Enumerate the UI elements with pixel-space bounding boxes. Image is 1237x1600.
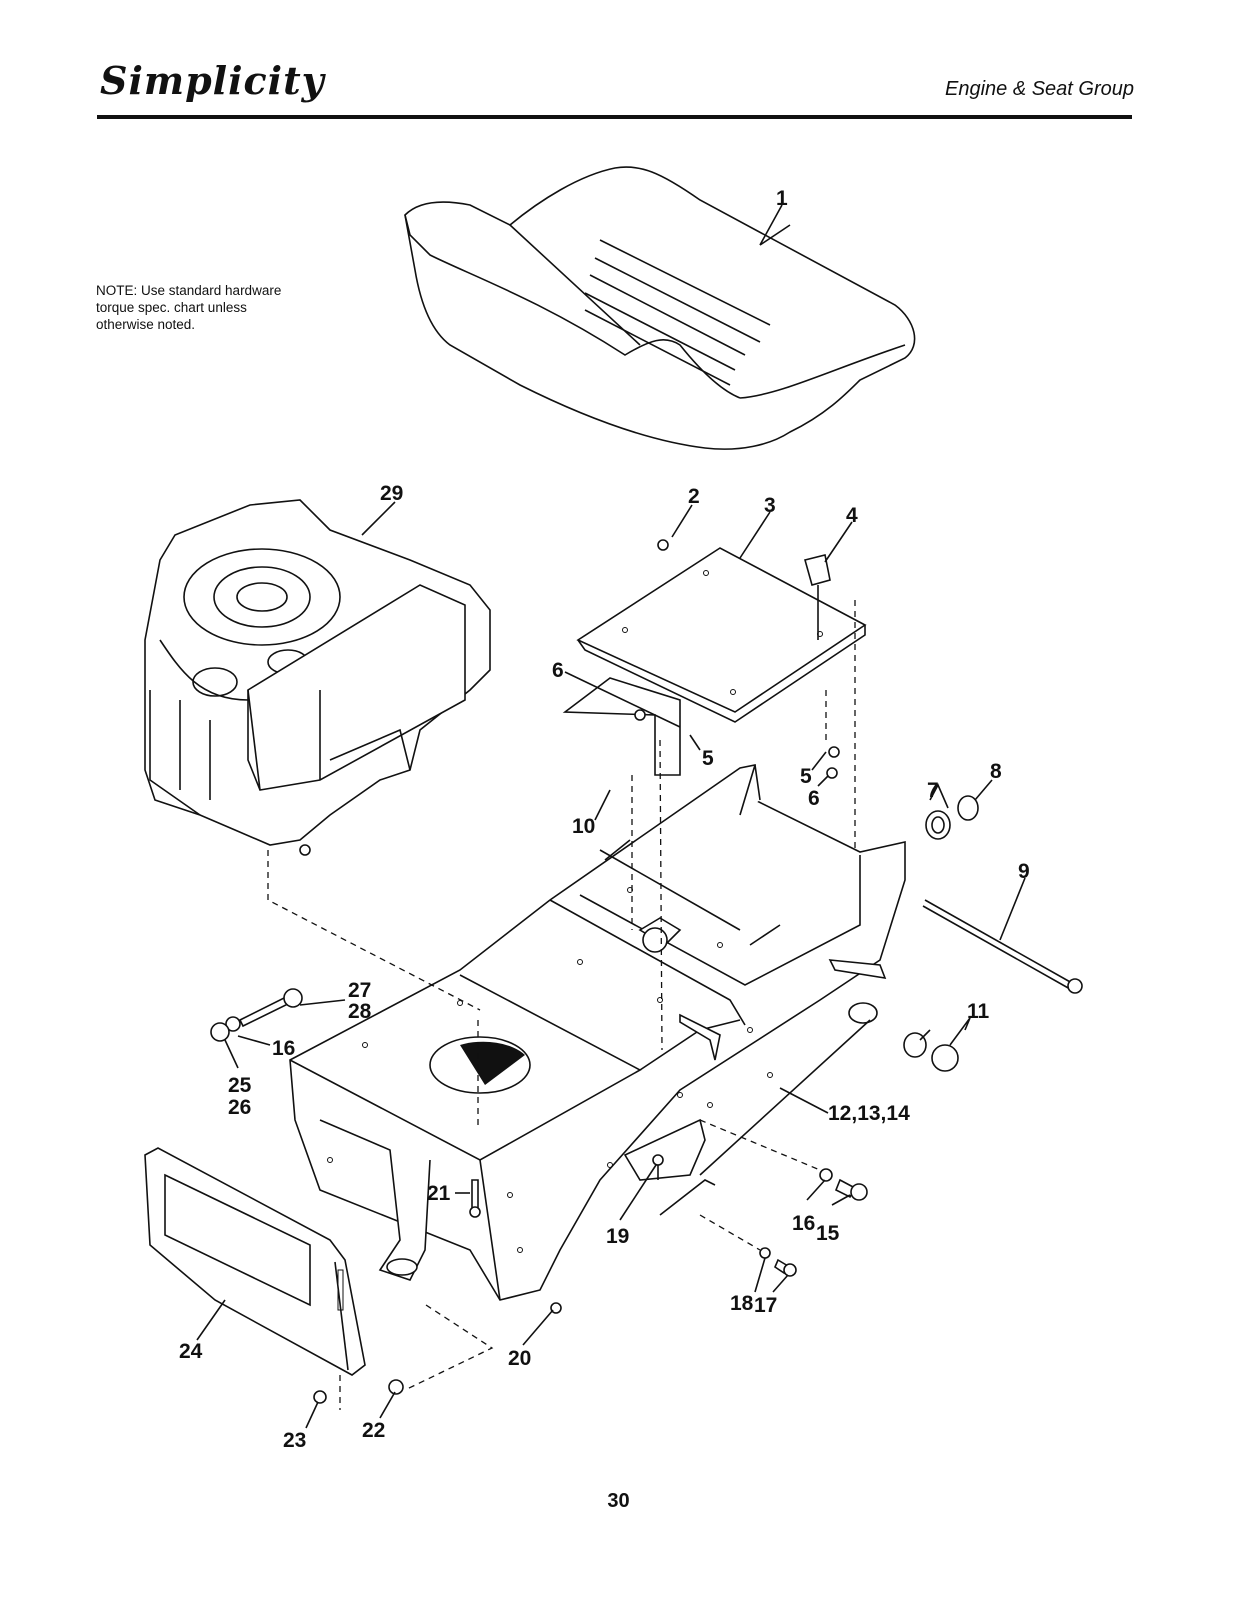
- callout-20: 20: [508, 1347, 531, 1370]
- callout-18: 18: [730, 1292, 754, 1315]
- callout-16b: 16: [792, 1212, 815, 1235]
- assembly-lines: [267, 600, 856, 1410]
- callout-29: 29: [380, 482, 403, 505]
- callout-26: 26: [228, 1096, 251, 1119]
- callout-12-13-14: 12,13,14: [828, 1102, 910, 1125]
- callout-3: 3: [764, 494, 776, 517]
- callout-16a: 16: [272, 1037, 295, 1060]
- brand-logo: Simplicity: [100, 58, 325, 103]
- callout-11: 11: [967, 1000, 990, 1023]
- callout-10: 10: [572, 815, 595, 838]
- bracket-drawing: [562, 677, 681, 776]
- frame-drawing: [289, 764, 906, 1301]
- callout-6b: 6: [808, 787, 820, 810]
- page-number: 30: [607, 1490, 630, 1512]
- panel-drawing: [144, 1147, 366, 1376]
- callout-19: 19: [606, 1225, 629, 1248]
- callout-5b: 5: [800, 765, 812, 788]
- callout-7: 7: [927, 779, 939, 802]
- callout-5a: 5: [702, 747, 714, 770]
- callout-2: 2: [688, 485, 700, 508]
- callout-27: 27: [348, 979, 371, 1002]
- torque-note: NOTE: Use standard hardware torque spec.…: [96, 283, 282, 332]
- header-rule: [97, 115, 1132, 119]
- callout-1: 1: [776, 187, 788, 210]
- hardware-drawing: [210, 795, 979, 1404]
- callout-6a: 6: [552, 659, 564, 682]
- callout-25: 25: [228, 1074, 252, 1097]
- callout-24: 24: [179, 1340, 203, 1363]
- section-title: Engine & Seat Group: [944, 78, 1134, 100]
- callout-23: 23: [283, 1429, 306, 1452]
- callout-4: 4: [846, 504, 858, 527]
- leader-lines: [196, 204, 1026, 1429]
- callout-8: 8: [990, 760, 1002, 783]
- callout-28: 28: [348, 1000, 372, 1023]
- seat-drawing: [404, 166, 916, 450]
- callout-15: 15: [816, 1222, 840, 1245]
- callout-22: 22: [362, 1419, 385, 1442]
- seat-pan-drawing: [576, 539, 867, 779]
- rod-drawing: [922, 899, 1083, 994]
- callout-9: 9: [1018, 860, 1030, 883]
- engine-drawing: [144, 499, 491, 856]
- callout-21: 21: [427, 1182, 451, 1205]
- callout-17: 17: [754, 1294, 777, 1317]
